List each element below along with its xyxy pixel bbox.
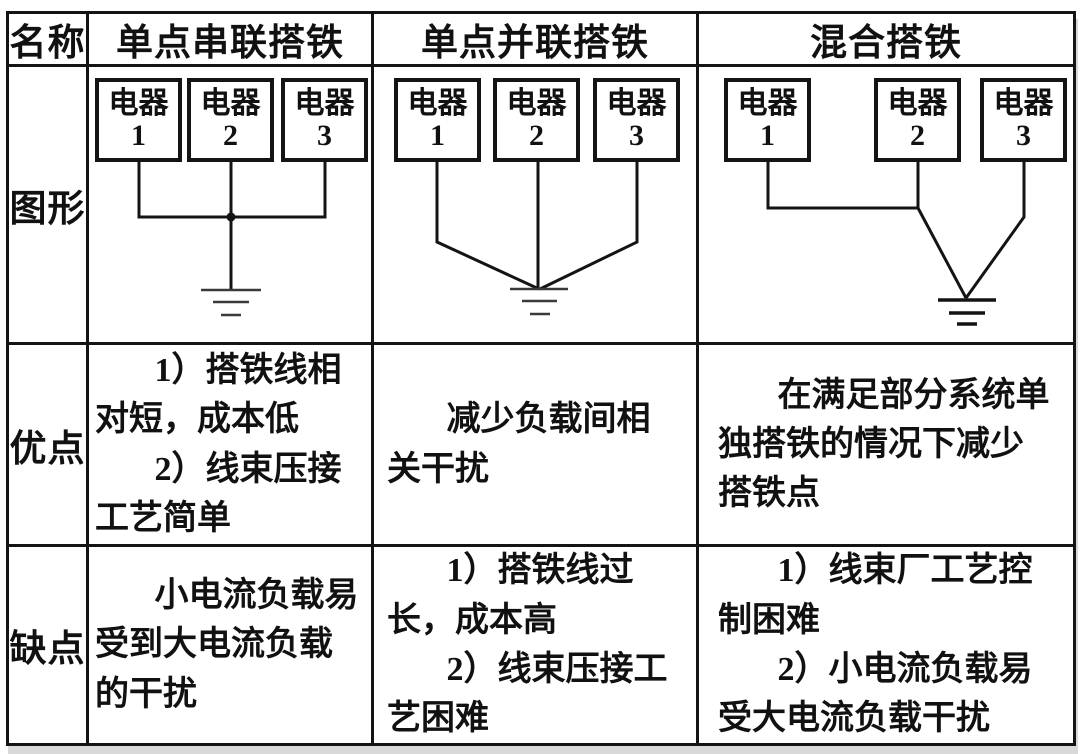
diagram-mixed-grounding: 电器 1 电器 2 电器 3 <box>696 64 1073 342</box>
header-name-label: 名称 <box>9 23 86 64</box>
device-box-1: 电器 1 <box>95 78 182 162</box>
ground-symbol <box>510 287 568 316</box>
mixed-wiring-svg <box>766 162 1026 326</box>
advantages-series-item-2: 2）线束压接工艺简单 <box>95 450 342 537</box>
row-label-disadvantages-text: 缺点 <box>9 629 86 670</box>
header-mixed-grounding: 混合搭铁 <box>696 14 1073 64</box>
row-label-disadvantages: 缺点 <box>9 544 86 743</box>
row-label-diagram-text: 图形 <box>9 188 86 230</box>
advantages-mixed-cell: 在满足部分系统单独搭铁的情况下减少搭铁点 <box>696 342 1073 544</box>
device-number: 2 <box>529 119 544 152</box>
parallel-wire-1 <box>435 162 540 291</box>
header-parallel-label: 单点并联搭铁 <box>421 23 649 64</box>
device-box-2: 电器 2 <box>874 78 961 162</box>
junction-dot <box>226 212 236 222</box>
parallel-wire-3 <box>539 162 639 291</box>
advantages-mixed-item-1: 在满足部分系统单独搭铁的情况下减少搭铁点 <box>718 376 1050 513</box>
mixed-bus-wire <box>766 162 920 210</box>
disadvantages-series-cell: 小电流负载易受到大电流负载的干扰 <box>86 544 371 743</box>
parallel-wiring-svg <box>435 162 639 316</box>
mixed-wire-3 <box>964 162 1026 299</box>
device-label: 电器 <box>993 86 1054 120</box>
device-label: 电器 <box>200 86 261 120</box>
device-number: 1 <box>131 119 146 152</box>
header-series-label: 单点串联搭铁 <box>116 23 344 64</box>
header-mixed-label: 混合搭铁 <box>810 23 962 64</box>
grounding-comparison-table: 名称 单点串联搭铁 单点并联搭铁 混合搭铁 图形 <box>6 11 1076 746</box>
device-label: 电器 <box>407 86 468 120</box>
device-label: 电器 <box>606 86 667 120</box>
device-box-3: 电器 3 <box>281 78 368 162</box>
mixed-slant-wire <box>916 207 968 299</box>
ground-symbol <box>938 298 996 326</box>
device-number: 3 <box>629 119 644 152</box>
row-label-advantages-text: 优点 <box>9 428 86 470</box>
device-number: 1 <box>430 119 445 152</box>
device-number: 3 <box>317 119 332 152</box>
advantages-series-item-1: 1）搭铁线相对短，成本低 <box>95 351 342 439</box>
diagram-parallel-grounding: 电器 1 电器 2 电器 3 <box>371 64 696 342</box>
device-label: 电器 <box>294 86 355 120</box>
disadvantages-series-item-1: 小电流负载易受到大电流负载的干扰 <box>95 577 359 713</box>
advantages-parallel-cell: 减少负载间相关干扰 <box>371 342 696 544</box>
disadvantages-mixed-item-1: 1）线束厂工艺控制困难 <box>718 552 1033 639</box>
disadvantages-parallel-cell: 1）搭铁线过长，成本高 2）线束压接工艺困难 <box>371 544 696 743</box>
device-number: 1 <box>760 119 775 152</box>
diagram-series-grounding: 电器 1 电器 2 电器 3 <box>86 64 371 342</box>
header-name: 名称 <box>9 14 86 64</box>
disadvantages-mixed-cell: 1）线束厂工艺控制困难 2）小电流负载易受大电流负载干扰 <box>696 544 1073 743</box>
device-label: 电器 <box>108 86 169 120</box>
device-box-2: 电器 2 <box>187 78 274 162</box>
device-label: 电器 <box>887 86 948 120</box>
advantages-series-cell: 1）搭铁线相对短，成本低 2）线束压接工艺简单 <box>86 342 371 544</box>
ground-symbol <box>201 288 261 317</box>
row-label-diagram: 图形 <box>9 64 86 342</box>
advantages-parallel-item-1: 减少负载间相关干扰 <box>387 401 651 488</box>
device-label: 电器 <box>737 86 798 120</box>
row-label-advantages: 优点 <box>9 342 86 544</box>
device-number: 2 <box>910 119 925 152</box>
disadvantages-parallel-item-1: 1）搭铁线过长，成本高 <box>387 552 634 639</box>
device-box-1: 电器 1 <box>724 78 811 162</box>
device-box-2: 电器 2 <box>493 78 580 162</box>
header-series-grounding: 单点串联搭铁 <box>86 14 371 64</box>
device-number: 3 <box>1016 119 1031 152</box>
disadvantages-parallel-item-2: 2）线束压接工艺困难 <box>387 651 668 738</box>
disadvantages-mixed-item-2: 2）小电流负载易受大电流负载干扰 <box>718 651 1033 738</box>
device-label: 电器 <box>506 86 567 120</box>
header-parallel-grounding: 单点并联搭铁 <box>371 14 696 64</box>
device-number: 2 <box>223 119 238 152</box>
device-box-3: 电器 3 <box>980 78 1067 162</box>
series-wiring-svg <box>137 162 327 317</box>
device-box-3: 电器 3 <box>593 78 680 162</box>
device-box-1: 电器 1 <box>394 78 481 162</box>
